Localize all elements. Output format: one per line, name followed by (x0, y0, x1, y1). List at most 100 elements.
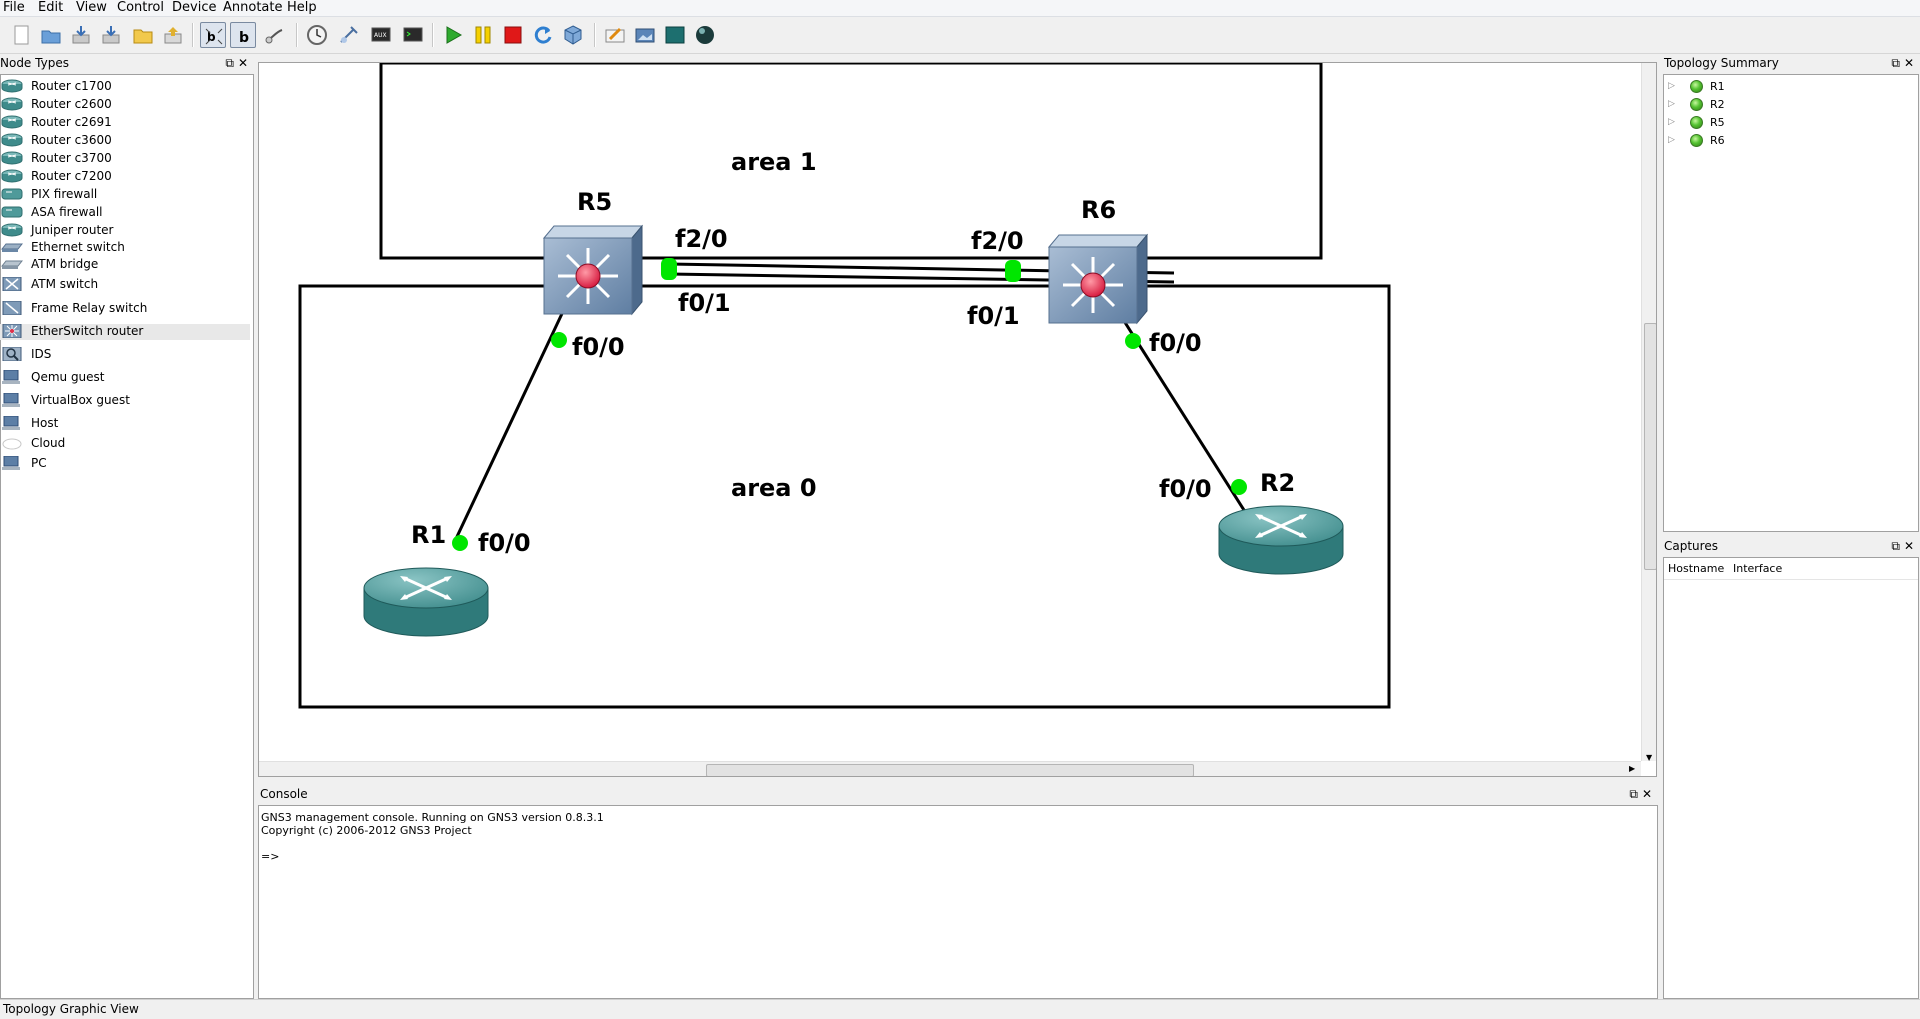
node-types-panel (0, 74, 254, 999)
idle-pc-icon[interactable] (304, 22, 330, 48)
topology-canvas[interactable]: area 1 area 0 R5 R6 R1 R2 f2/0 f0/1 f0/0… (258, 62, 1657, 777)
node-type-ids[interactable]: IDS (0, 346, 250, 363)
node-type-asa-firewall[interactable]: ASA firewall (0, 205, 250, 221)
node-type-host[interactable]: Host (0, 415, 250, 432)
r2-label: R2 (1260, 469, 1295, 497)
area-1-label: area 1 (731, 148, 817, 176)
node-type-juniper-router[interactable]: Juniper router (0, 223, 250, 239)
save-icon[interactable] (68, 22, 94, 48)
horizontal-scrollbar[interactable]: ▶ (259, 761, 1641, 776)
node-type-router-c3600[interactable]: Router c3600 (0, 133, 250, 149)
node-type-router-c2600[interactable]: Router c2600 (0, 97, 250, 113)
open-icon[interactable] (38, 22, 64, 48)
node-type-frame-relay-switch[interactable]: Frame Relay switch (0, 300, 250, 317)
svg-text:AUX: AUX (374, 32, 387, 39)
expand-arrow-icon[interactable]: ▷ (1668, 117, 1675, 127)
node-type-label: PIX firewall (31, 187, 98, 201)
node-type-label: Qemu guest (31, 370, 105, 384)
node-type-label: Router c2600 (31, 97, 112, 111)
virtualbox-icon[interactable] (560, 22, 586, 48)
topology-summary-title: Topology Summary (1664, 56, 1779, 70)
svg-text:b: b (239, 30, 249, 46)
r2-f00-label: f0/0 (1159, 475, 1212, 503)
node-type-label: Cloud (31, 436, 66, 450)
add-note-icon[interactable] (602, 22, 628, 48)
console-icon[interactable] (400, 22, 426, 48)
suspend-icon[interactable] (470, 22, 496, 48)
r6-f00-label: f0/0 (1149, 329, 1202, 357)
console-prompt[interactable]: => (261, 850, 280, 863)
reload-icon[interactable] (530, 22, 556, 48)
firewall-icon (1, 187, 23, 201)
show-hostnames-icon[interactable]: b (200, 22, 226, 48)
captures-header: Captures ⧉✕ (1662, 538, 1920, 555)
captures-dock-buttons[interactable]: ⧉✕ (1891, 539, 1918, 553)
expand-arrow-icon[interactable]: ▷ (1668, 81, 1675, 91)
menu-edit[interactable]: Edit (38, 0, 64, 15)
node-type-label: Frame Relay switch (31, 301, 148, 315)
save-as-icon[interactable] (98, 22, 124, 48)
captures-col-hostname[interactable]: Hostname (1668, 562, 1725, 575)
node-type-cloud[interactable]: Cloud (0, 436, 250, 452)
captures-panel: Hostname Interface (1663, 557, 1919, 999)
node-type-label: ASA firewall (31, 205, 103, 219)
insert-picture-icon[interactable] (632, 22, 658, 48)
menu-device[interactable]: Device (172, 0, 217, 15)
show-interface-labels-icon[interactable]: b (230, 22, 256, 48)
status-led-icon (1690, 80, 1703, 93)
node-type-ethernet-switch[interactable]: Ethernet switch (0, 240, 250, 256)
console-dock-buttons[interactable]: ⧉✕ (1629, 787, 1656, 801)
aux-console-icon[interactable]: AUX (368, 22, 394, 48)
console-panel[interactable] (258, 805, 1658, 999)
vertical-scroll-thumb[interactable] (1644, 323, 1656, 570)
draw-rectangle-icon[interactable] (662, 22, 688, 48)
import-icon[interactable] (130, 22, 156, 48)
node-type-router-c1700[interactable]: Router c1700 (0, 79, 250, 95)
add-link-icon[interactable] (262, 22, 288, 48)
node-type-label: Router c1700 (31, 79, 112, 93)
node-types-dock-buttons[interactable]: ⧉✕ (225, 56, 252, 70)
r5-f01-label: f0/1 (678, 289, 731, 317)
configure-icon[interactable] (336, 22, 362, 48)
node-type-pix-firewall[interactable]: PIX firewall (0, 187, 250, 203)
topology-summary-dock-buttons[interactable]: ⧉✕ (1891, 56, 1918, 70)
status-bar: Topology Graphic View (0, 999, 1920, 1019)
horizontal-scroll-thumb[interactable] (706, 764, 1194, 776)
start-icon[interactable] (440, 22, 466, 48)
draw-ellipse-icon[interactable] (692, 22, 718, 48)
summary-node-label: R2 (1710, 98, 1725, 111)
node-type-router-c7200[interactable]: Router c7200 (0, 169, 250, 185)
node-type-label: Ethernet switch (31, 240, 125, 254)
expand-arrow-icon[interactable]: ▷ (1668, 135, 1675, 145)
stop-icon[interactable] (500, 22, 526, 48)
router-icon (1, 97, 23, 111)
node-type-label: Router c3700 (31, 151, 112, 165)
menu-annotate[interactable]: Annotate (223, 0, 283, 15)
topology-summary-panel (1663, 74, 1919, 532)
menu-view[interactable]: View (76, 0, 107, 15)
node-type-qemu-guest[interactable]: Qemu guest (0, 369, 250, 386)
frame-relay-icon (1, 300, 23, 316)
r5-f20-label: f2/0 (675, 225, 728, 253)
node-type-etherswitch-router[interactable]: EtherSwitch router (0, 323, 250, 340)
expand-arrow-icon[interactable]: ▷ (1668, 99, 1675, 109)
node-type-router-c3700[interactable]: Router c3700 (0, 151, 250, 167)
node-type-pc[interactable]: PC (0, 455, 250, 472)
node-type-label: Host (31, 416, 59, 430)
captures-col-interface[interactable]: Interface (1733, 562, 1783, 575)
r6-label: R6 (1081, 196, 1116, 224)
summary-node-label: R5 (1710, 116, 1725, 129)
menu-control[interactable]: Control (117, 0, 164, 15)
node-type-atm-bridge[interactable]: ATM bridge (0, 257, 250, 273)
vertical-scrollbar[interactable]: ▼ (1641, 63, 1656, 762)
scroll-right-arrow[interactable]: ▶ (1629, 764, 1636, 773)
scroll-down-arrow[interactable]: ▼ (1646, 753, 1653, 762)
node-type-router-c2691[interactable]: Router c2691 (0, 115, 250, 131)
menu-file[interactable]: File (3, 0, 25, 15)
new-icon[interactable] (8, 22, 34, 48)
menu-help[interactable]: Help (287, 0, 317, 15)
r5-label: R5 (577, 188, 612, 216)
node-type-virtualbox-guest[interactable]: VirtualBox guest (0, 392, 250, 409)
export-icon[interactable] (160, 22, 186, 48)
node-type-atm-switch[interactable]: ATM switch (0, 276, 250, 293)
